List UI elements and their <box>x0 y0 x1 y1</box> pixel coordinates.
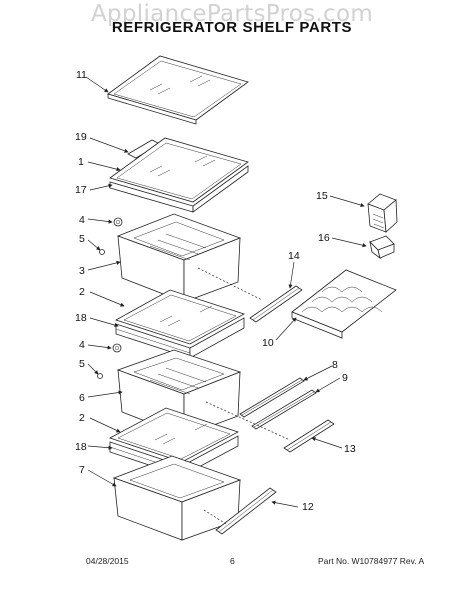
drawer-rail-13 <box>283 419 335 453</box>
crisper-cover-2-upper <box>115 289 245 345</box>
callout-2-upper: 2 <box>79 286 85 298</box>
callout-2-lower: 2 <box>79 412 85 424</box>
glass-shelf-top <box>107 55 249 125</box>
drawer-rail-12 <box>215 487 277 535</box>
callout-4-lower: 4 <box>79 339 85 351</box>
callout-14: 14 <box>288 250 300 262</box>
callout-3: 3 <box>79 265 85 277</box>
leader-lines <box>85 76 367 525</box>
drawer-cam-upper <box>113 217 123 227</box>
footer-part-number: Part No. W10784977 Rev. A <box>318 556 425 566</box>
callout-5-lower: 5 <box>79 358 85 370</box>
callout-9: 9 <box>342 372 348 384</box>
bin-16 <box>369 235 395 259</box>
slide-9 <box>251 389 317 430</box>
bin-15 <box>367 193 398 233</box>
callout-17: 17 <box>75 184 87 196</box>
callout-18-upper: 18 <box>75 312 87 324</box>
slide-8 <box>239 377 305 418</box>
crisper-drawer-3 <box>116 213 242 303</box>
callout-15: 15 <box>316 190 328 202</box>
drawer-cam-lower <box>112 343 122 353</box>
drawer-rail-14 <box>249 285 303 323</box>
glass-shelf-1 <box>109 137 249 203</box>
callout-5-upper: 5 <box>79 233 85 245</box>
callout-16: 16 <box>318 232 330 244</box>
cover-frame-18-upper <box>115 317 245 359</box>
screw-upper <box>99 249 105 255</box>
watermark: AppliancePartsPros.com <box>90 1 374 27</box>
screw-lower <box>97 373 103 379</box>
callout-4-upper: 4 <box>79 214 85 226</box>
callout-6: 6 <box>79 392 85 404</box>
footer-date: 04/28/2015 <box>86 556 129 566</box>
callout-7: 7 <box>79 464 85 476</box>
callout-labels: 11 19 1 17 4 5 3 2 18 4 5 6 2 18 7 15 16… <box>75 69 356 513</box>
callout-11: 11 <box>76 69 87 81</box>
callout-18-lower: 18 <box>75 441 87 453</box>
callout-19: 19 <box>75 131 87 143</box>
crisper-cover-2-lower <box>108 407 240 463</box>
callout-1: 1 <box>78 156 84 168</box>
callout-10: 10 <box>262 337 274 349</box>
footer-page-number: 6 <box>230 556 235 566</box>
callout-12: 12 <box>302 501 314 513</box>
diagram-title: REFRIGERATOR SHELF PARTS <box>111 19 353 36</box>
wine-rack-10 <box>291 269 397 339</box>
callout-8: 8 <box>332 359 338 371</box>
callout-13: 13 <box>344 443 356 455</box>
crisper-drawer-7 <box>112 455 242 541</box>
